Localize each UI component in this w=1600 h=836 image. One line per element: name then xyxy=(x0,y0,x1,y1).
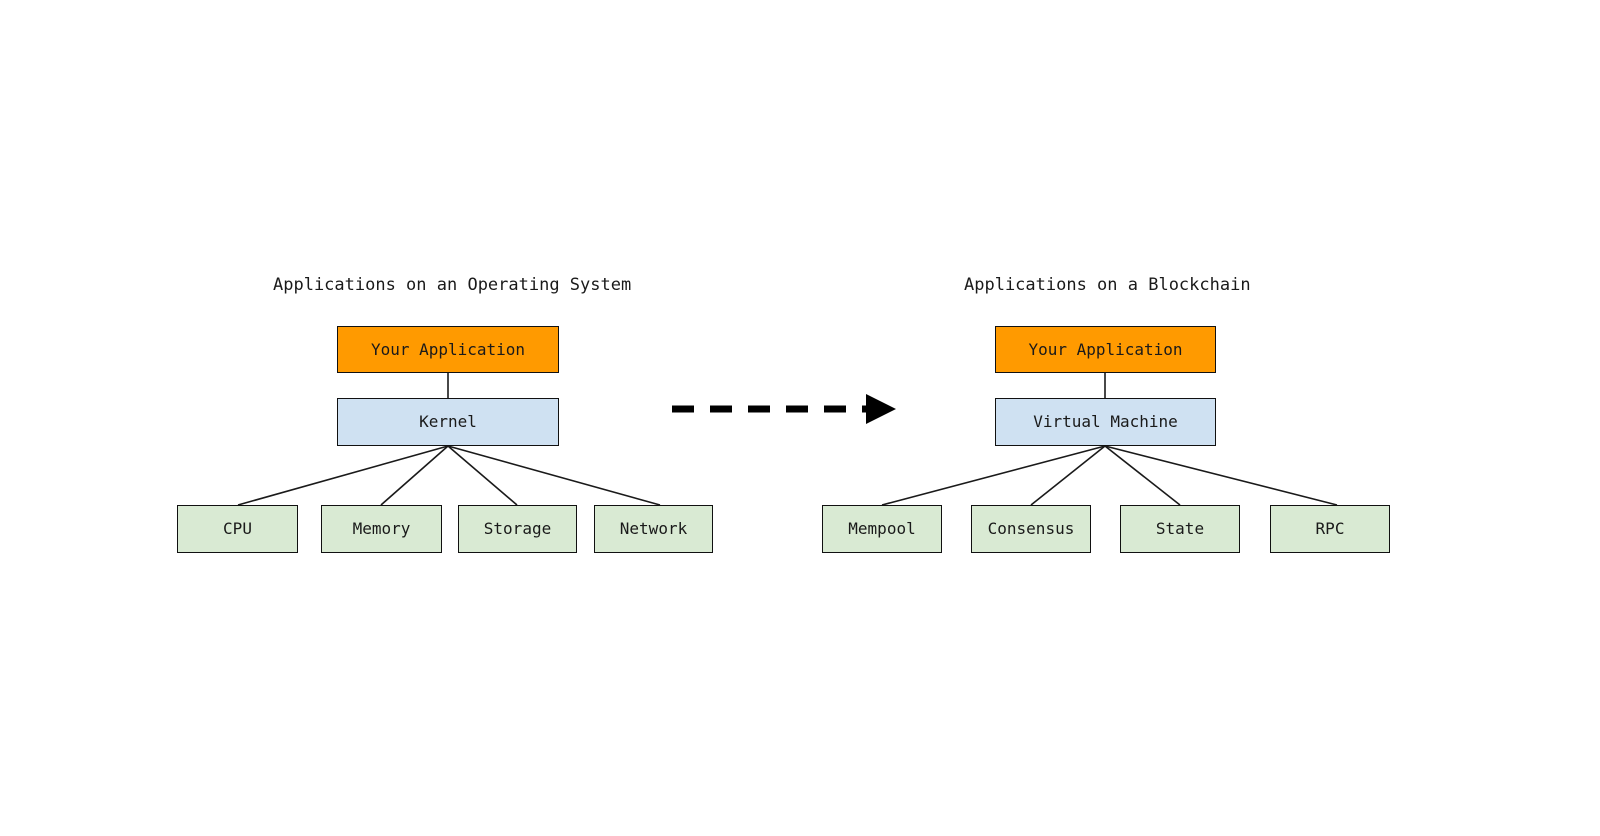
node-state[interactable]: State xyxy=(1120,505,1240,553)
node-storage[interactable]: Storage xyxy=(458,505,577,553)
node-your-application-blockchain[interactable]: Your Application xyxy=(995,326,1216,373)
node-mempool[interactable]: Mempool xyxy=(822,505,942,553)
edge-kernel-to-memory xyxy=(380,445,449,506)
node-virtual-machine[interactable]: Virtual Machine xyxy=(995,398,1216,446)
edge-kernel-to-cpu xyxy=(237,445,449,506)
node-consensus[interactable]: Consensus xyxy=(971,505,1091,553)
node-rpc[interactable]: RPC xyxy=(1270,505,1390,553)
edge-vm-to-consensus xyxy=(1030,445,1106,506)
transform-arrow-head xyxy=(866,394,896,424)
panel-title-operating-system: Applications on an Operating System xyxy=(273,275,632,295)
edge-kernel-to-network xyxy=(447,445,661,506)
edge-vm-to-state xyxy=(1104,445,1181,506)
node-memory[interactable]: Memory xyxy=(321,505,442,553)
edge-vm-to-rpc xyxy=(1104,445,1338,506)
panel-title-blockchain: Applications on a Blockchain xyxy=(964,275,1251,295)
node-your-application-os[interactable]: Your Application xyxy=(337,326,559,373)
edge-kernel-to-storage xyxy=(447,445,518,506)
node-cpu[interactable]: CPU xyxy=(177,505,298,553)
edge-vm-to-mempool xyxy=(881,445,1106,506)
node-network[interactable]: Network xyxy=(594,505,713,553)
node-kernel[interactable]: Kernel xyxy=(337,398,559,446)
